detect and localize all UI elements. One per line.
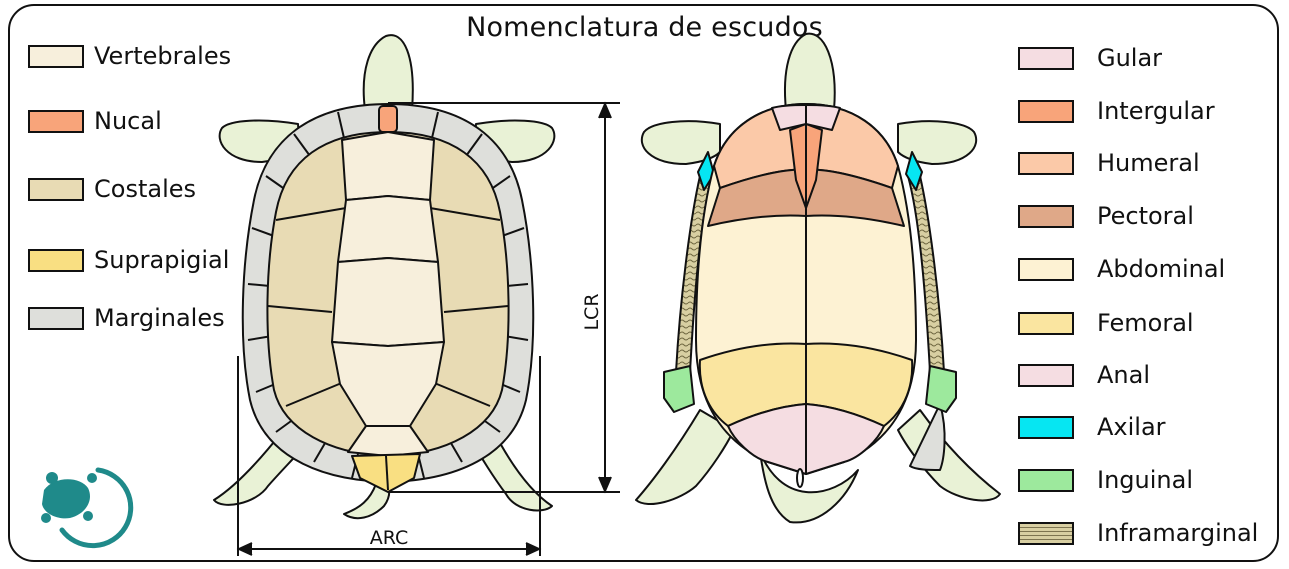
turtle-logo-icon [41, 470, 131, 546]
cloaca [797, 469, 803, 487]
vertebral-3 [332, 258, 444, 346]
plastron-hind-right-leg [898, 410, 1000, 500]
nucal-scute [379, 106, 397, 132]
lcr-label: LCR [581, 293, 603, 330]
inguinal-left [664, 366, 694, 412]
plastron-view [636, 34, 1000, 523]
vertebral-1 [342, 132, 434, 200]
carapace-head [364, 35, 413, 110]
vertebral-2 [338, 196, 438, 262]
carapace-view [214, 35, 554, 518]
inguinal-right [926, 366, 956, 412]
arc-label: ARC [370, 527, 409, 549]
plastron-head [785, 34, 835, 110]
